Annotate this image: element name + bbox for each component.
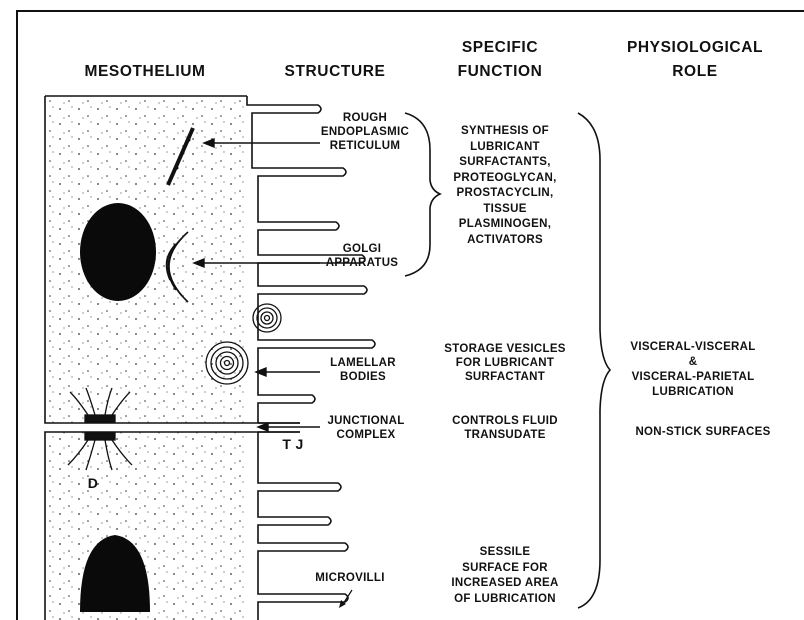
function-controls-line2: TRANSUDATE <box>432 428 578 442</box>
header-function-line1: SPECIFIC <box>425 36 575 60</box>
label-junctional-line2: COMPLEX <box>316 428 416 442</box>
lamellar-body-small <box>253 304 281 332</box>
header-function: SPECIFIC FUNCTION <box>425 36 575 84</box>
label-junctional: JUNCTIONAL COMPLEX <box>316 414 416 442</box>
label-d: D <box>83 476 103 490</box>
header-structure: STRUCTURE <box>265 60 405 84</box>
label-lamellar-line2: BODIES <box>318 370 408 384</box>
label-golgi: GOLGI APPARATUS <box>312 242 412 270</box>
role-lubrication-line4: LUBRICATION <box>598 385 788 400</box>
header-mesothelium: MESOTHELIUM <box>60 60 230 84</box>
function-storage-line1: STORAGE VESICLES <box>425 342 585 356</box>
upper-nucleus <box>80 203 156 301</box>
label-rough-er: ROUGH ENDOPLASMIC RETICULUM <box>310 111 420 153</box>
function-storage-line2: FOR LUBRICANT <box>425 356 585 370</box>
function-synthesis-line4: PROTEOGLYCAN, <box>440 171 570 187</box>
function-sessile-line2: SURFACE FOR <box>432 561 578 577</box>
function-synthesis-line3: SURFACTANTS, <box>440 155 570 171</box>
function-synthesis-line5: PROSTACYCLIN, <box>440 186 570 202</box>
role-lubrication: VISCERAL-VISCERAL & VISCERAL-PARIETAL LU… <box>598 340 788 400</box>
label-golgi-line2: APPARATUS <box>312 256 412 270</box>
role-lubrication-line1: VISCERAL-VISCERAL <box>598 340 788 355</box>
label-rough-er-line3: RETICULUM <box>310 139 420 153</box>
function-synthesis: SYNTHESIS OF LUBRICANT SURFACTANTS, PROT… <box>440 124 570 248</box>
function-sessile-line4: OF LUBRICATION <box>432 592 578 608</box>
header-role: PHYSIOLOGICAL ROLE <box>590 36 800 84</box>
function-synthesis-line6: TISSUE <box>440 202 570 218</box>
function-storage-line3: SURFACTANT <box>425 370 585 384</box>
function-sessile: SESSILE SURFACE FOR INCREASED AREA OF LU… <box>432 545 578 607</box>
label-lamellar: LAMELLAR BODIES <box>318 356 408 384</box>
role-nonstick: NON-STICK SURFACES <box>608 425 798 439</box>
label-junctional-line1: JUNCTIONAL <box>316 414 416 428</box>
label-tj: T J <box>273 437 313 451</box>
microvilli-pointer <box>343 590 352 604</box>
function-synthesis-line8: ACTIVATORS <box>440 233 570 249</box>
function-controls: CONTROLS FLUID TRANSUDATE <box>432 414 578 442</box>
header-function-line2: FUNCTION <box>425 60 575 84</box>
label-golgi-line1: GOLGI <box>312 242 412 256</box>
label-lamellar-line1: LAMELLAR <box>318 356 408 370</box>
function-controls-line1: CONTROLS FLUID <box>432 414 578 428</box>
function-sessile-line3: INCREASED AREA <box>432 576 578 592</box>
label-rough-er-line1: ROUGH <box>310 111 420 125</box>
lower-microvilli-membrane <box>258 432 348 620</box>
label-rough-er-line2: ENDOPLASMIC <box>310 125 420 139</box>
header-role-line2: ROLE <box>590 60 800 84</box>
label-microvilli: MICROVILLI <box>300 571 400 585</box>
function-synthesis-line1: SYNTHESIS OF <box>440 124 570 140</box>
function-sessile-line1: SESSILE <box>432 545 578 561</box>
function-synthesis-line2: LUBRICANT <box>440 140 570 156</box>
role-lubrication-line3: VISCERAL-PARIETAL <box>598 370 788 385</box>
function-synthesis-line7: PLASMINOGEN, <box>440 217 570 233</box>
header-role-line1: PHYSIOLOGICAL <box>590 36 800 60</box>
function-storage: STORAGE VESICLES FOR LUBRICANT SURFACTAN… <box>425 342 585 384</box>
role-lubrication-line2: & <box>598 355 788 370</box>
